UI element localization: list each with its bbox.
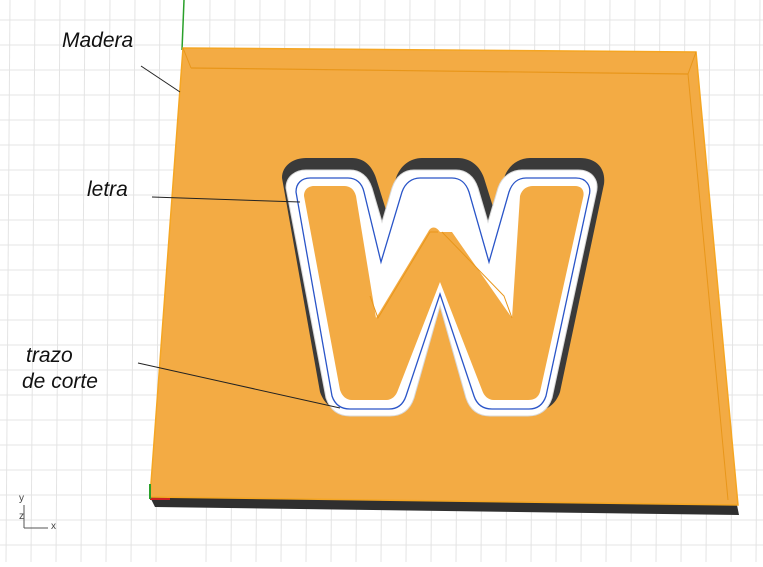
label-trazo-line2: de corte [22,370,98,393]
label-trazo-line1: trazo [26,344,73,367]
label-letra: letra [87,178,128,201]
label-madera: Madera [62,29,134,52]
leader-trazo [137,362,341,409]
wood-inner-edge [190,67,689,75]
axis-label-y: y [19,493,24,504]
leader-madera [140,65,181,93]
cut-path[interactable] [295,177,591,410]
world-y-axis [181,0,185,51]
axis-label-z: z [19,511,24,522]
leader-letra [151,196,301,203]
wood-block-side [150,497,739,515]
label-trazo-de-corte: trazo de corte [22,343,98,395]
letter-floor [304,186,584,400]
axis-gizmo [23,505,48,529]
axis-label-x: x [51,521,56,532]
